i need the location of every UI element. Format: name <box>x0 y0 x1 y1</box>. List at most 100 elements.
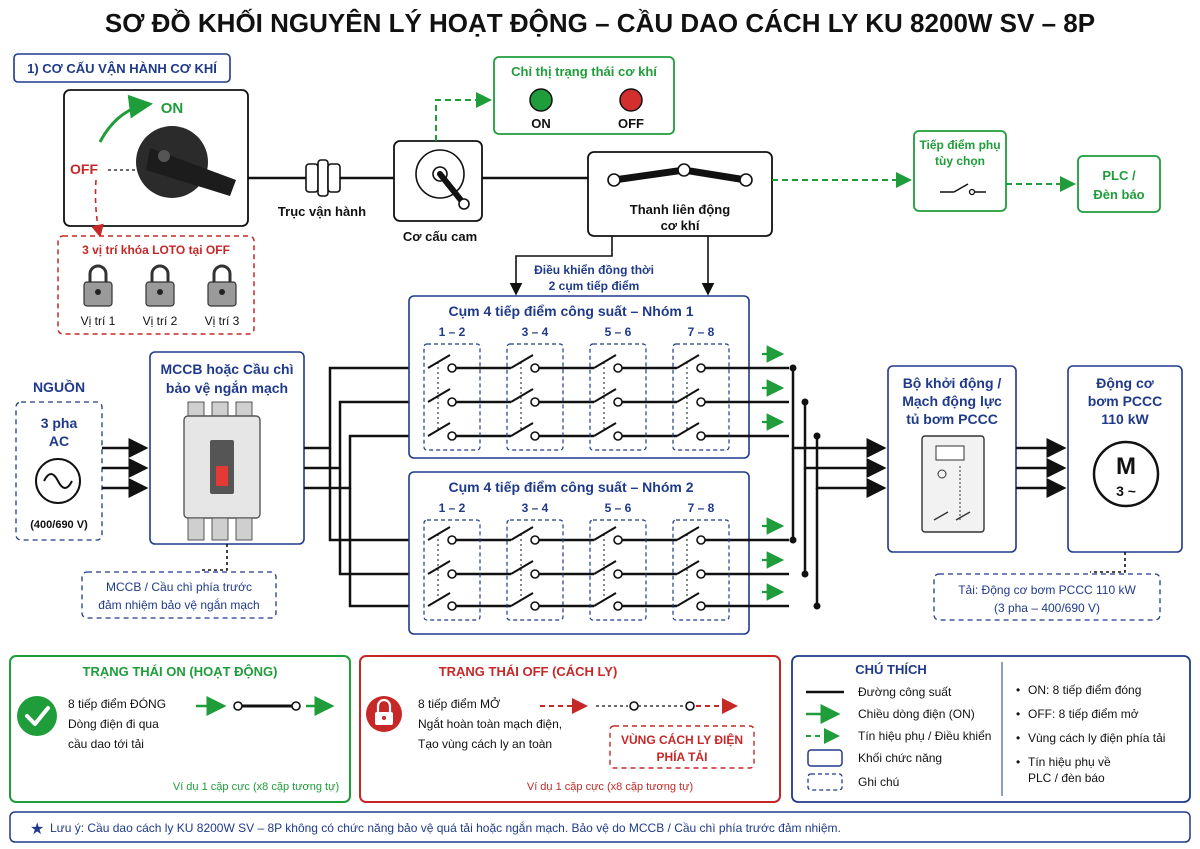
padlock-icon <box>83 264 113 307</box>
source-label-1: 3 pha <box>41 415 78 431</box>
on-lamp-icon <box>529 88 553 112</box>
off-label: OFF <box>70 161 98 177</box>
contact-pole-box <box>589 343 647 451</box>
indicator-off-label: OFF <box>618 116 644 131</box>
motor-title-1: Động cơ <box>1096 375 1153 391</box>
motor-phase: 3 ~ <box>1116 483 1136 499</box>
mccb-title-2: bảo vệ ngắn mạch <box>166 379 288 396</box>
source-label-2: AC <box>49 433 69 449</box>
mccb-title-1: MCCB hoặc Cầu chì <box>160 361 293 377</box>
footer-note: Lưu ý: Cầu dao cách ly KU 8200W SV – 8P … <box>50 820 841 835</box>
shaft-coupling <box>305 159 341 197</box>
starter-title-3: tủ bơm PCCC <box>906 411 998 427</box>
sync-label-1: Điều khiển đồng thời <box>534 263 654 277</box>
aux-title-1: Tiếp điểm phụ <box>919 138 1000 152</box>
padlock-icon <box>145 264 175 307</box>
on-contact-example <box>196 696 335 716</box>
contact-blade <box>510 560 534 575</box>
motor-symbol: M <box>1116 453 1136 480</box>
isolation-zone-2: PHÍA TẢI <box>657 749 708 764</box>
contact-terminal <box>696 601 706 611</box>
legend-note-1: ON: 8 tiếp điểm đóng <box>1028 683 1141 697</box>
handle-lever <box>146 148 236 196</box>
sync-label-2: 2 cụm tiếp điểm <box>549 279 640 293</box>
starter-panel-icon <box>921 435 985 533</box>
motor-title-2: bơm PCCC <box>1088 393 1163 409</box>
contact-blade <box>510 592 534 607</box>
contact-group-2 <box>408 471 750 635</box>
state-on-line2: Dòng điện đi qua <box>68 717 159 731</box>
state-off-line2: Ngắt hoàn toàn mạch điện, <box>418 716 562 731</box>
contact-terminal <box>530 569 540 579</box>
contact-blade <box>676 388 700 403</box>
state-off-line3: Tạo vùng cách ly an toàn <box>418 737 552 751</box>
contact-terminal <box>613 431 623 441</box>
contact-pair-label: 3 – 4 <box>522 325 549 339</box>
contact-terminal <box>447 363 457 373</box>
legend-note-bullet-4: • <box>1016 755 1020 769</box>
contact-terminal <box>447 569 457 579</box>
contact-blade <box>676 526 700 541</box>
motor-icon <box>1092 440 1160 508</box>
contact-terminal <box>696 397 706 407</box>
indicator-on-label: ON <box>531 116 551 131</box>
contact-blade <box>593 592 617 607</box>
legend-note-bullet-2: • <box>1016 707 1020 721</box>
indicator-title: Chỉ thị trạng thái cơ khí <box>511 64 657 79</box>
section-label: 1) CƠ CẤU VẬN HÀNH CƠ KHÍ <box>27 61 217 76</box>
cam-mechanism <box>415 149 470 210</box>
plc-box <box>1077 155 1161 213</box>
contact-blade <box>593 388 617 403</box>
group-1-title: Cụm 4 tiếp điểm công suất – Nhóm 1 <box>448 303 693 319</box>
linkage-bar-icon <box>607 163 753 187</box>
contact-pair-label: 5 – 6 <box>605 501 632 515</box>
linkage-box <box>587 151 773 237</box>
contact-terminal <box>613 535 623 545</box>
contact-group-1 <box>408 295 750 459</box>
contact-terminal <box>696 569 706 579</box>
load-side-wiring <box>789 364 887 610</box>
legend-item-5: Ghi chú <box>858 775 899 789</box>
contact-terminal <box>696 363 706 373</box>
group-2-title: Cụm 4 tiếp điểm công suất – Nhóm 2 <box>448 479 693 495</box>
contact-blade <box>427 526 451 541</box>
contact-terminal <box>530 431 540 441</box>
contact-pair-label: 5 – 6 <box>605 325 632 339</box>
contact-blade <box>676 422 700 437</box>
state-off-example: Ví dụ 1 cặp cực (x8 cặp tương tự) <box>527 781 693 793</box>
contact-blade <box>427 592 451 607</box>
linkage-label-2: cơ khí <box>661 218 700 233</box>
load-note-box <box>933 573 1161 621</box>
legend-item-1: Đường công suất <box>858 685 952 699</box>
isolation-zone-1: VÙNG CÁCH LY ĐIỆN <box>621 732 743 747</box>
mccb-note-2: đảm nhiệm bảo vệ ngắn mạch <box>98 597 259 612</box>
mccb-breaker-icon <box>183 401 261 541</box>
contact-terminal <box>613 363 623 373</box>
contact-pole-box <box>506 343 564 451</box>
contact-pole-box <box>672 519 730 621</box>
section-label-box <box>13 53 231 83</box>
load-note-2: (3 pha – 400/690 V) <box>994 601 1100 615</box>
loto-position-2: Vị trí 2 <box>143 314 178 328</box>
check-icon <box>17 696 57 736</box>
legend-note-bullet-1: • <box>1016 683 1020 697</box>
footer-note-box <box>9 811 1191 843</box>
legend-panel <box>791 655 1191 803</box>
aux-contact-icon <box>940 183 986 196</box>
contact-pole-box <box>506 519 564 621</box>
legend-title: CHÚ THÍCH <box>855 662 927 677</box>
contact-pole-box <box>423 343 481 451</box>
starter-title-2: Mạch động lực <box>902 393 1002 409</box>
contact-blade <box>676 592 700 607</box>
indicator-box <box>493 56 675 135</box>
loto-position-1: Vị trí 1 <box>81 314 116 328</box>
legend-note-3: Vùng cách ly điện phía tải <box>1028 731 1165 745</box>
contact-pole-box <box>672 343 730 451</box>
contact-terminal <box>613 397 623 407</box>
contact-pair-label: 3 – 4 <box>522 501 549 515</box>
contact-terminal <box>613 601 623 611</box>
legend-note-2: OFF: 8 tiếp điểm mở <box>1028 707 1139 721</box>
plc-label-1: PLC / <box>1102 168 1136 183</box>
state-on-example: Ví dụ 1 cặp cực (x8 cặp tương tự) <box>173 781 339 793</box>
